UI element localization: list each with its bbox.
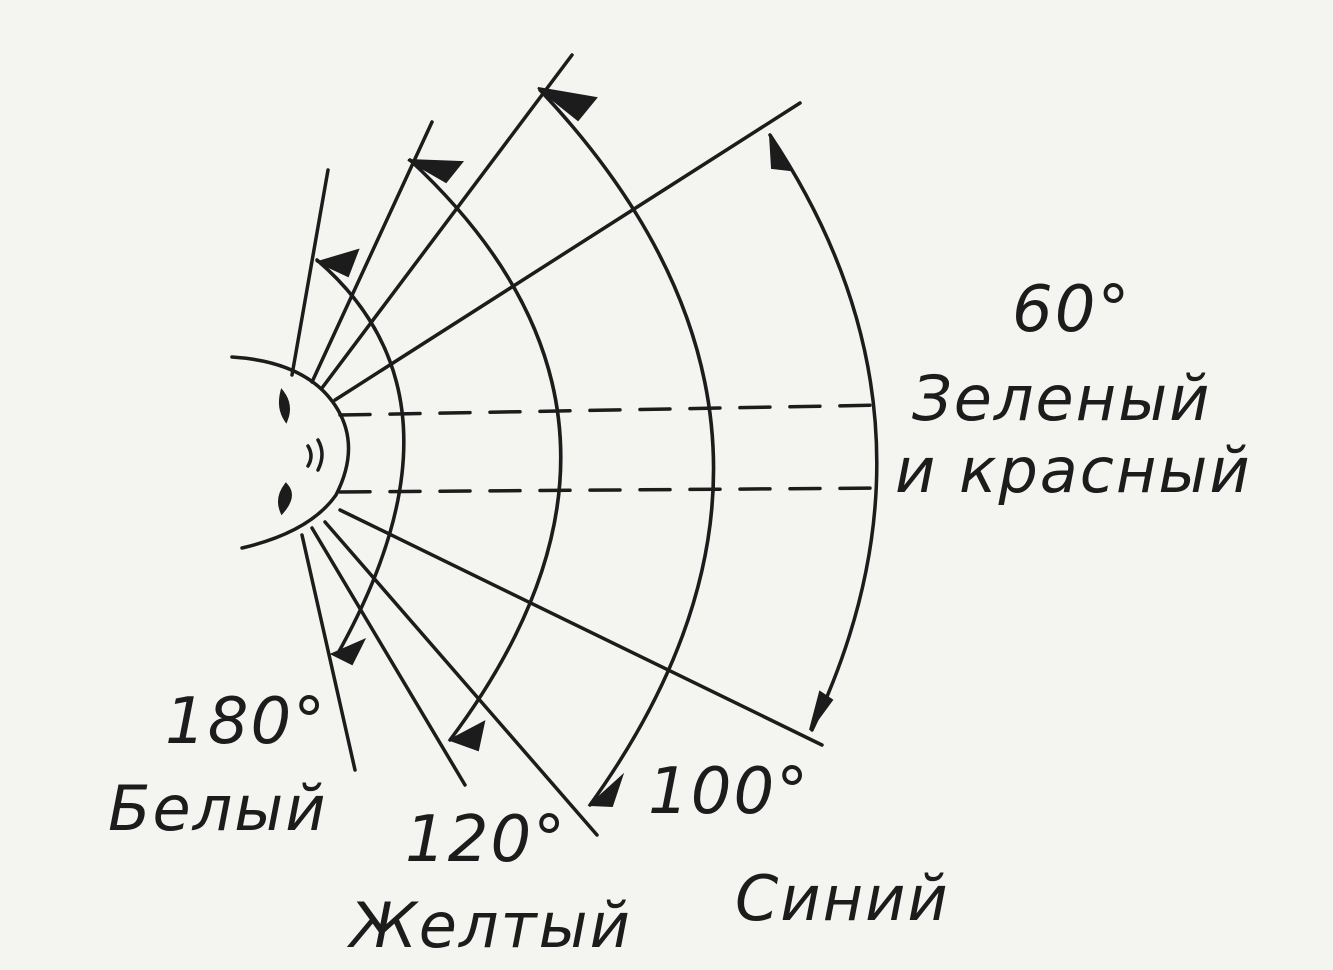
color-label-green: Зеленый (912, 362, 1212, 435)
angle-label-120: 120° (405, 803, 568, 877)
color-label-yellow: Желтый (350, 889, 632, 962)
angle-label-100: 100° (648, 755, 811, 829)
arc-120 (408, 158, 563, 742)
field-arcs (315, 88, 879, 807)
angle-label-60: 60° (1012, 273, 1132, 347)
arc-180 (315, 258, 406, 657)
lower-boundary-lines (300, 508, 824, 837)
angle-label-180: 180° (165, 685, 328, 759)
upper-boundary-lines (290, 53, 802, 402)
eye-icon (230, 355, 351, 550)
arc-100 (538, 88, 716, 807)
color-label-blue: Синий (735, 862, 950, 935)
color-label-white: Белый (108, 772, 328, 845)
arrowheads (315, 87, 834, 808)
sight-lines (338, 403, 887, 494)
arc-60 (768, 133, 879, 732)
color-label-red: и красный (895, 434, 1252, 507)
